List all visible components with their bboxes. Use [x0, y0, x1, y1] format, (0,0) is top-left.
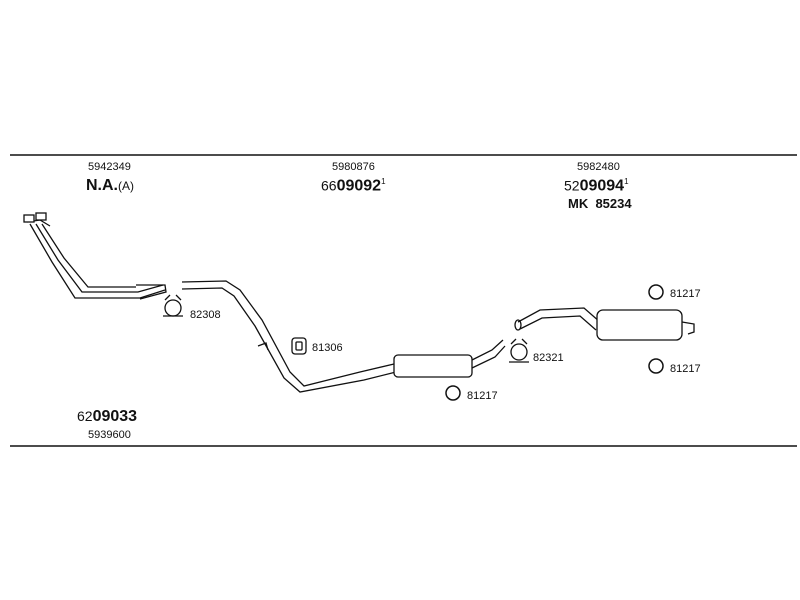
- group-3-extra: MK 85234: [568, 196, 632, 211]
- group-1-code: 5942349: [88, 161, 131, 173]
- group-3-main: 52090941: [564, 178, 629, 194]
- small-bracket-icon: [257, 342, 269, 351]
- group-2-sup: 1: [381, 177, 386, 186]
- footer-main-number: 09033: [92, 408, 138, 425]
- group-1-suffix: (A): [118, 179, 134, 193]
- clamp-82308-icon: [163, 294, 183, 317]
- group-1-main-number: N.A.: [86, 177, 118, 194]
- group-1-main: N.A.(A): [86, 178, 134, 194]
- footer-code: 5939600: [88, 429, 131, 441]
- label-clamp-82321: 82321: [533, 352, 564, 364]
- ring-81217-c-icon: [648, 358, 664, 374]
- group-3-prefix: 52: [564, 177, 580, 194]
- middle-pipe: [181, 280, 506, 393]
- front-pipe: [23, 212, 167, 300]
- footer-prefix: 62: [77, 408, 93, 424]
- label-ring-81217-c: 81217: [670, 363, 701, 375]
- footer-main: 6209033: [77, 409, 137, 425]
- group-3-main-number: 09094: [579, 177, 625, 195]
- group-2-main-number: 09092: [336, 177, 382, 195]
- ring-81217-b-icon: [648, 284, 664, 300]
- group-2-main: 66090921: [321, 178, 386, 194]
- label-ring-81217-a: 81217: [467, 390, 498, 402]
- label-ring-81217-b: 81217: [670, 288, 701, 300]
- group-2-code: 5980876: [332, 161, 375, 173]
- label-hanger-81306: 81306: [312, 342, 343, 354]
- clamp-82321-icon: [509, 338, 529, 363]
- group-3-code: 5982480: [577, 161, 620, 173]
- group-2-prefix: 66: [321, 177, 337, 194]
- hanger-81306-icon: [291, 337, 307, 355]
- group-3-sup: 1: [624, 177, 629, 186]
- label-clamp-82308: 82308: [190, 309, 221, 321]
- rear-muffler: [514, 307, 695, 341]
- ring-81217-a-icon: [445, 385, 461, 401]
